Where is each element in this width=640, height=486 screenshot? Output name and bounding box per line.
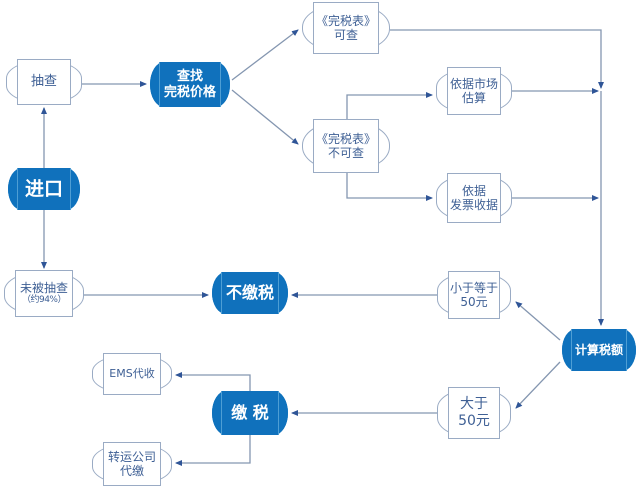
node-ems-label: EMS代收 <box>109 366 155 380</box>
edge-table-no-to-market-est <box>346 92 433 120</box>
node-table-no-inner <box>313 119 379 173</box>
node-no-tax-label: 不缴税 <box>225 282 274 302</box>
node-sampled[interactable]: 抽查 <box>6 59 82 105</box>
node-ems[interactable]: EMS代收 <box>92 353 172 395</box>
node-not-sampled-label: 未被抽查 （约94%） <box>18 267 70 320</box>
node-not-sampled-main: 未被抽查 <box>19 281 68 296</box>
node-market-est[interactable]: 依据市场 估算 <box>436 67 512 115</box>
node-le-50[interactable]: 小于等于 50元 <box>437 271 511 319</box>
node-table-no-label: 《完税表》 不可查 <box>315 131 376 160</box>
node-le-50-inner <box>448 271 500 319</box>
node-table-yes-inner <box>313 2 379 54</box>
node-pay-tax[interactable]: 缴 税 <box>212 391 288 435</box>
node-sampled-inner <box>17 59 71 105</box>
node-ems-inner <box>103 353 161 395</box>
edge-find-price-to-table-yes <box>231 29 299 81</box>
node-invoice-inner <box>447 173 501 223</box>
node-table-yes[interactable]: 《完税表》 可查 <box>302 2 390 54</box>
edge-calc-tax-to-gt50 <box>515 361 561 409</box>
node-invoice-label: 依据 发票收据 <box>449 183 498 212</box>
node-find-price[interactable]: 查找 完税价格 <box>150 62 230 107</box>
edge-find-price-to-table-no <box>231 89 299 145</box>
node-forwarder-label: 转运公司 代缴 <box>107 449 156 478</box>
node-sampled-label: 抽查 <box>30 74 57 90</box>
node-gt-50[interactable]: 大于 50元 <box>437 387 511 439</box>
edge-pay-tax-to-forwarder <box>175 435 251 466</box>
node-no-tax-inner <box>221 272 279 314</box>
node-le-50-label: 小于等于 50元 <box>449 280 498 309</box>
node-pay-tax-inner <box>221 391 279 435</box>
node-calc-tax-inner <box>571 329 627 371</box>
node-pay-tax-label: 缴 税 <box>231 402 269 422</box>
node-import[interactable]: 进口 <box>8 168 80 210</box>
node-import-inner <box>17 168 71 210</box>
node-not-sampled-sub: （约94%） <box>21 295 67 306</box>
node-calc-tax[interactable]: 计算税额 <box>562 329 636 371</box>
node-calc-tax-label: 计算税额 <box>574 342 623 357</box>
node-find-price-label: 查找 完税价格 <box>163 69 216 100</box>
edge-pay-tax-to-ems <box>175 372 251 391</box>
node-find-price-inner <box>159 62 221 107</box>
node-not-sampled[interactable]: 未被抽查 （约94%） <box>4 270 84 317</box>
node-not-sampled-inner <box>15 270 73 317</box>
node-table-no[interactable]: 《完税表》 不可查 <box>302 119 390 173</box>
node-no-tax[interactable]: 不缴税 <box>212 272 288 314</box>
node-invoice[interactable]: 依据 发票收据 <box>436 173 512 223</box>
node-market-est-label: 依据市场 估算 <box>449 76 498 105</box>
node-import-label: 进口 <box>24 177 63 200</box>
node-gt-50-label: 大于 50元 <box>458 396 490 429</box>
node-gt-50-inner <box>448 387 500 439</box>
edge-calc-tax-to-le50 <box>515 301 561 341</box>
edge-table-no-to-invoice <box>346 172 433 201</box>
node-forwarder[interactable]: 转运公司 代缴 <box>92 442 172 486</box>
node-table-yes-label: 《完税表》 可查 <box>315 13 376 42</box>
